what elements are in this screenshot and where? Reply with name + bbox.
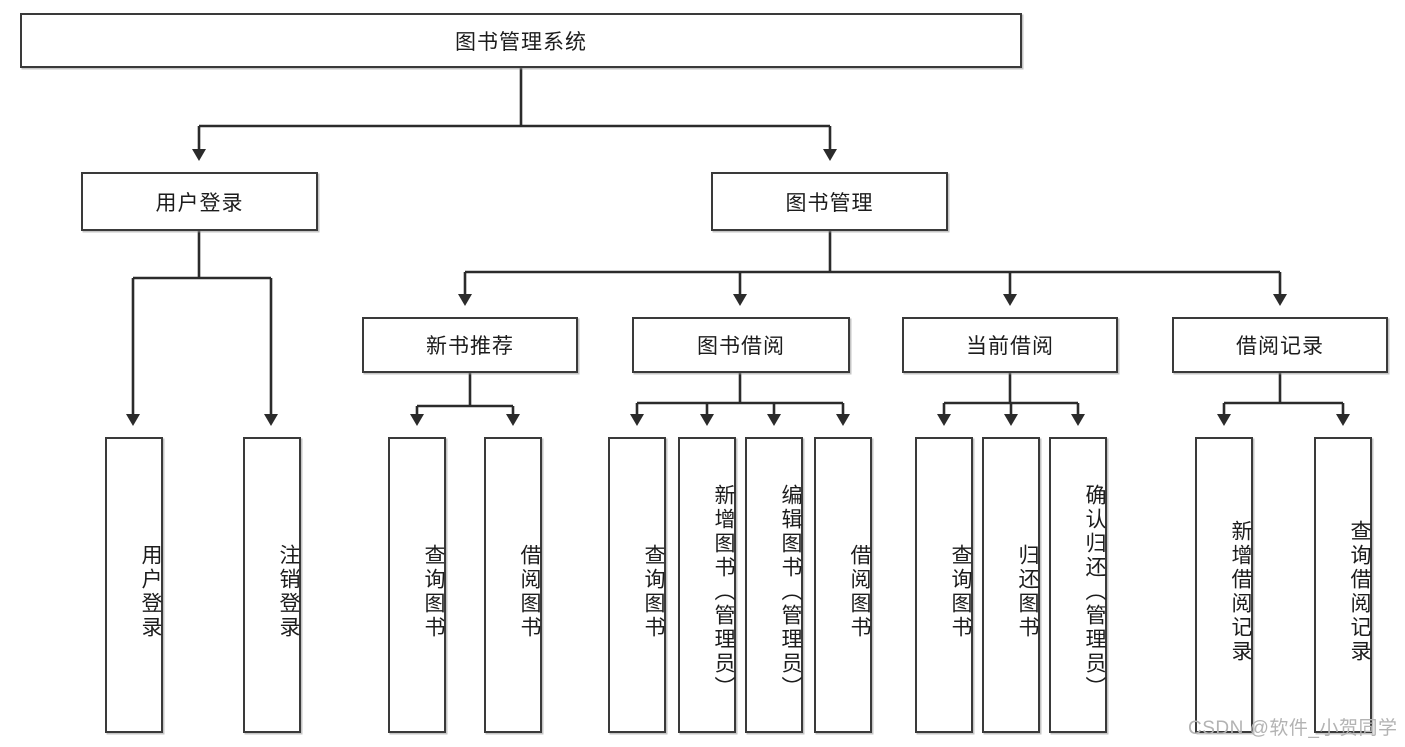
node-borrow-record-label: 借阅记录: [1236, 335, 1324, 358]
node-leaf-logout[interactable]: 注销登录: [243, 437, 301, 733]
node-leaf-borrow-book[interactable]: 借阅图书: [814, 437, 872, 733]
node-borrow-record[interactable]: 借阅记录: [1172, 317, 1388, 373]
node-current-borrow-label: 当前借阅: [966, 335, 1054, 358]
node-leaf-add-book[interactable]: 新增图书（管理员）: [678, 437, 736, 733]
node-leaf-query-book-rec-label: 查询图书: [422, 544, 445, 640]
node-leaf-edit-book[interactable]: 编辑图书（管理员）: [745, 437, 803, 733]
node-leaf-user-login[interactable]: 用户登录: [105, 437, 163, 733]
node-book-manage-label: 图书管理: [785, 191, 874, 215]
node-new-book-recommend[interactable]: 新书推荐: [362, 317, 578, 373]
node-leaf-user-login-label: 用户登录: [139, 544, 162, 640]
watermark: CSDN @软件_小贺同学: [1188, 718, 1398, 739]
node-leaf-edit-book-label: 编辑图书（管理员）: [779, 484, 802, 700]
node-leaf-query-record-label: 查询借阅记录: [1348, 520, 1371, 664]
node-leaf-confirm-return[interactable]: 确认归还（管理员）: [1049, 437, 1107, 733]
node-user-login[interactable]: 用户登录: [81, 172, 318, 231]
node-leaf-add-record-label: 新增借阅记录: [1229, 520, 1252, 664]
node-current-borrow[interactable]: 当前借阅: [902, 317, 1118, 373]
node-leaf-query-book-rec[interactable]: 查询图书: [388, 437, 446, 733]
node-new-book-recommend-label: 新书推荐: [426, 335, 514, 358]
node-leaf-logout-label: 注销登录: [277, 544, 300, 640]
node-root-label: 图书管理系统: [455, 30, 587, 54]
node-leaf-borrow-book-rec[interactable]: 借阅图书: [484, 437, 542, 733]
node-book-manage[interactable]: 图书管理: [711, 172, 948, 231]
node-leaf-add-book-label: 新增图书（管理员）: [712, 484, 735, 700]
node-leaf-query-book-borrow-label: 查询图书: [642, 544, 665, 640]
node-leaf-borrow-book-rec-label: 借阅图书: [518, 544, 541, 640]
node-leaf-borrow-book-label: 借阅图书: [848, 544, 871, 640]
node-leaf-return-book[interactable]: 归还图书: [982, 437, 1040, 733]
node-leaf-query-book-current[interactable]: 查询图书: [915, 437, 973, 733]
node-leaf-return-book-label: 归还图书: [1016, 544, 1039, 640]
node-leaf-query-book-borrow[interactable]: 查询图书: [608, 437, 666, 733]
node-leaf-confirm-return-label: 确认归还（管理员）: [1083, 484, 1106, 700]
node-leaf-add-record[interactable]: 新增借阅记录: [1195, 437, 1253, 733]
node-user-login-label: 用户登录: [155, 191, 244, 215]
node-root[interactable]: 图书管理系统: [20, 13, 1022, 68]
node-leaf-query-record[interactable]: 查询借阅记录: [1314, 437, 1372, 733]
node-book-borrow[interactable]: 图书借阅: [632, 317, 850, 373]
node-leaf-query-book-current-label: 查询图书: [949, 544, 972, 640]
node-book-borrow-label: 图书借阅: [697, 335, 785, 358]
